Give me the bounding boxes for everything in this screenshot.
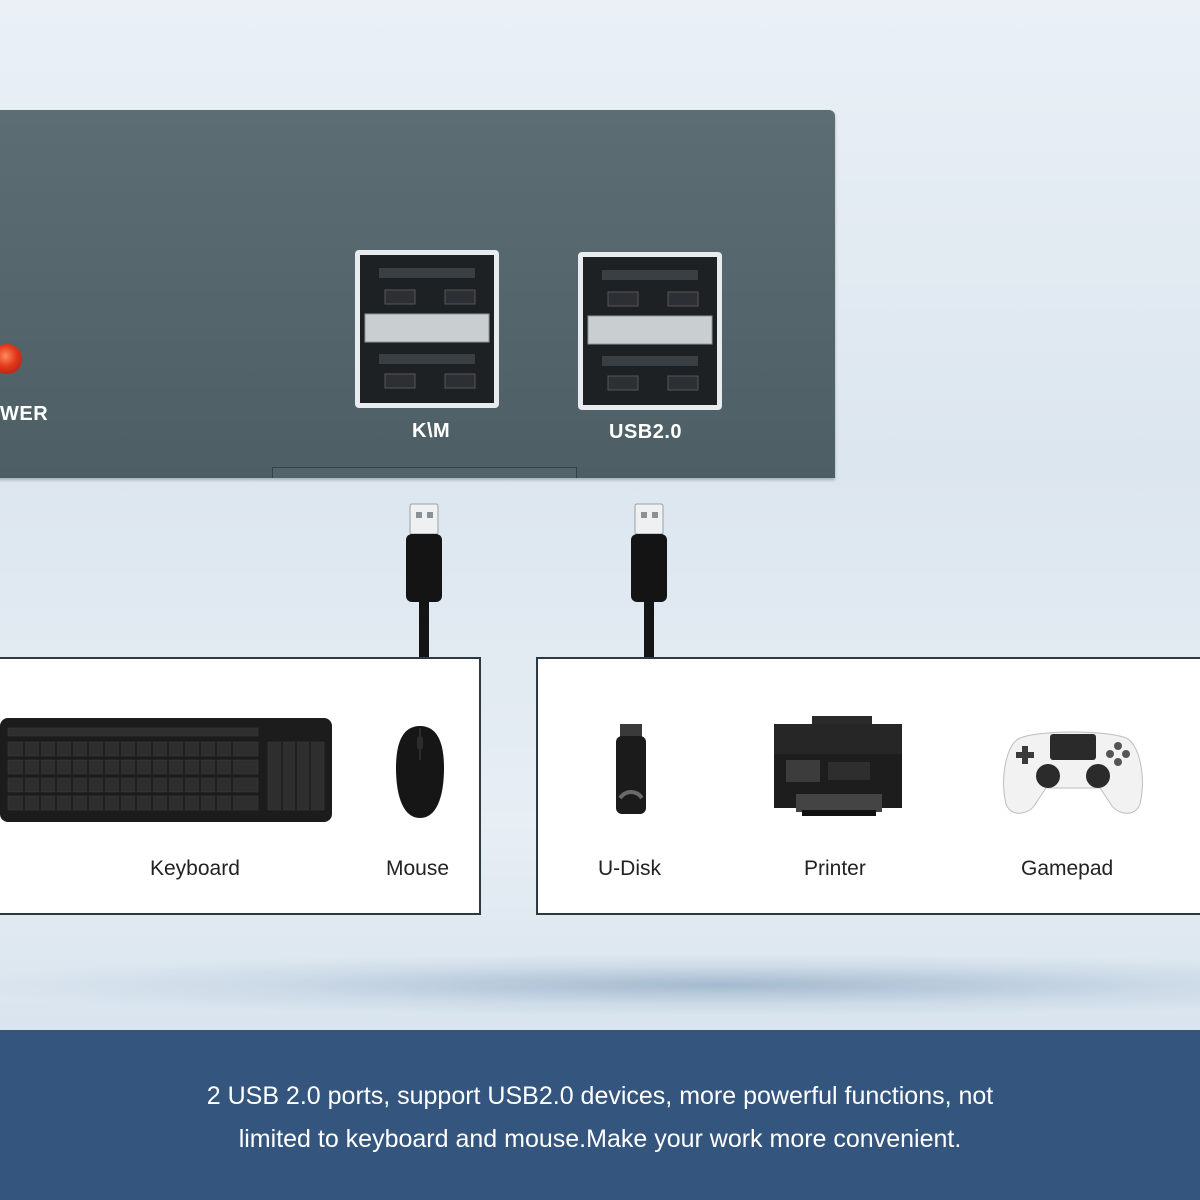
port-km-label: K\M xyxy=(412,420,451,442)
usb-cable-km-icon xyxy=(406,503,442,662)
udisk-label: U-Disk xyxy=(598,857,661,880)
power-led-icon xyxy=(0,344,22,374)
mouse-icon xyxy=(396,726,444,818)
usb-port-usb2-icon[interactable] xyxy=(578,252,722,410)
usb-port-km-icon[interactable] xyxy=(355,250,499,408)
printer-label: Printer xyxy=(804,857,866,880)
panel-bottom-lip xyxy=(272,467,577,478)
port-usb2-label: USB2.0 xyxy=(609,421,683,443)
footer-text-line-2: limited to keyboard and mouse.Make your … xyxy=(238,1125,962,1153)
floor-shadow xyxy=(0,955,1200,1015)
footer-banner: 2 USB 2.0 ports, support USB2.0 devices,… xyxy=(0,1030,1200,1200)
mouse-label: Mouse xyxy=(386,857,450,880)
keyboard-icon xyxy=(0,718,332,822)
gamepad-label: Gamepad xyxy=(1021,857,1114,880)
udisk-icon xyxy=(616,724,646,814)
keyboard-label: Keyboard xyxy=(150,857,240,880)
usb-cable-usb2-icon xyxy=(631,503,667,662)
power-label: WER xyxy=(0,403,49,425)
footer-text-line-1: 2 USB 2.0 ports, support USB2.0 devices,… xyxy=(206,1082,994,1110)
gamepad-icon xyxy=(1003,731,1143,814)
printer-icon xyxy=(774,716,902,816)
